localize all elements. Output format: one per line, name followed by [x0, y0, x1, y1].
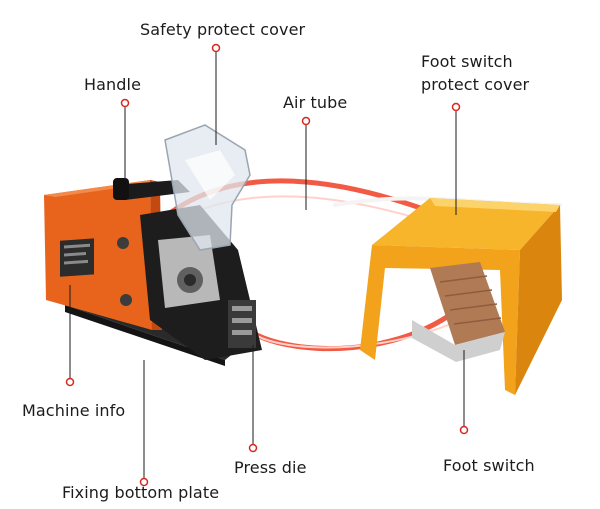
marker-safety-cover — [211, 43, 221, 53]
marker-machine-info — [65, 377, 75, 387]
marker-handle — [120, 98, 130, 108]
marker-press-die — [248, 443, 258, 453]
label-fixing-bottom-plate: Fixing bottom plate — [62, 483, 220, 502]
safety-protect-cover — [164, 124, 251, 251]
label-handle: Handle — [84, 75, 142, 94]
callout-lines — [69, 48, 465, 482]
label-press-die: Press die — [234, 458, 307, 477]
marker-foot-switch — [459, 425, 469, 435]
label-air-tube: Air tube — [283, 93, 348, 112]
label-foot-switch: Foot switch — [443, 456, 535, 475]
label-foot-switch-cover-line1: Foot switch — [421, 52, 513, 71]
marker-foot-switch-cover — [451, 102, 461, 112]
foot-switch-cover — [360, 198, 562, 395]
marker-fixing-plate — [139, 477, 149, 487]
label-machine-info: Machine info — [22, 401, 126, 420]
foot-switch-pedal — [412, 262, 505, 362]
press-die — [228, 300, 256, 348]
label-foot-switch-cover-line2: protect cover — [421, 75, 530, 94]
callout-markers — [65, 43, 469, 487]
marker-air-tube — [301, 116, 311, 126]
label-safety-protect-cover: Safety protect cover — [140, 20, 306, 39]
handle — [113, 178, 190, 200]
